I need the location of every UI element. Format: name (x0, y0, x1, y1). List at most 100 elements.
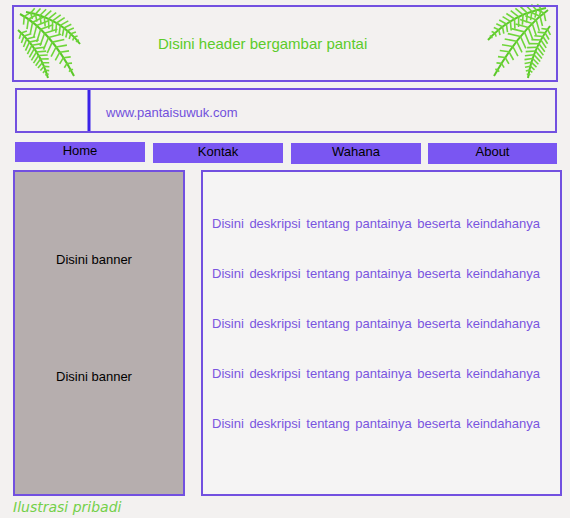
leaflet (34, 47, 44, 48)
leaflet (535, 10, 537, 18)
leaflet (71, 32, 76, 34)
leaflet (541, 28, 547, 30)
leaflet (55, 23, 57, 33)
leaflet (23, 16, 25, 24)
leaflet (64, 64, 67, 68)
leaflet (51, 47, 56, 57)
leaflet (505, 58, 509, 64)
leaflet (44, 11, 51, 17)
nav-label: Wahana (291, 144, 421, 160)
url-text: www.pantaisuwuk.com (106, 105, 238, 120)
leaflet (497, 62, 502, 64)
leaflet (530, 66, 534, 70)
leaflet (496, 24, 502, 27)
leaflet (47, 73, 49, 75)
leaflet (540, 9, 542, 15)
leaflet (525, 55, 534, 56)
leaflet (529, 70, 532, 72)
leaflet (21, 31, 27, 33)
leaflet (503, 17, 511, 22)
leaflet (40, 16, 41, 25)
leaflet (506, 14, 514, 20)
leaflet (53, 15, 61, 21)
palm-leaves (18, 4, 550, 78)
leaflet (511, 11, 519, 17)
leaflet (64, 24, 71, 28)
leaflet (544, 13, 546, 21)
leaflet (529, 43, 539, 45)
leaflet (55, 52, 60, 60)
leaflet (41, 25, 54, 30)
leaflet (499, 30, 500, 35)
leaflet (499, 20, 506, 24)
leaflet (77, 39, 79, 41)
leaflet (40, 9, 46, 15)
content-panel: Disini deskripsi tentang pantainya beser… (201, 170, 562, 496)
leaflet (511, 29, 524, 32)
leaflet (510, 21, 512, 30)
description-text: Disini deskripsi tentang pantainya beser… (212, 266, 540, 281)
banner-label: Disini banner (15, 252, 173, 267)
leaflet (531, 62, 536, 67)
leaflet (44, 66, 50, 68)
leaflet (534, 35, 543, 37)
leaflet (32, 44, 42, 46)
url-divider (88, 90, 91, 131)
leaflet (42, 62, 49, 64)
url-bar: www.pantaisuwuk.com (15, 88, 557, 133)
leaflet (71, 69, 74, 71)
leaflet (60, 51, 69, 52)
leaflet (502, 63, 505, 67)
leaflet (66, 31, 68, 38)
leaflet (506, 24, 507, 32)
leaflet (27, 19, 28, 29)
leaflet (520, 7, 527, 14)
leaflet (515, 8, 523, 14)
leaflet (59, 25, 60, 34)
leaflet (73, 37, 74, 41)
leaflet (45, 69, 49, 71)
leaflet (37, 50, 47, 53)
leaflet (529, 74, 531, 75)
nav-label: About (428, 144, 557, 160)
leaflet (498, 56, 505, 59)
leaflet (43, 17, 46, 26)
header-box: Disini header bergambar pantai (12, 5, 558, 82)
leaflet (508, 34, 521, 37)
leaflet (62, 28, 64, 36)
leaflet (19, 33, 21, 39)
leaflet (540, 16, 543, 26)
header-label: Disini header bergambar pantai (158, 35, 367, 52)
leaflet (521, 37, 526, 49)
frond-stem (26, 12, 80, 44)
description-text: Disini deskripsi tentang pantainya beser… (212, 366, 540, 381)
leaflet (525, 66, 530, 67)
leaflet (43, 70, 46, 73)
leaflet (24, 34, 31, 36)
leaflet (67, 62, 72, 64)
leaflet (38, 63, 42, 68)
frond-stem (18, 30, 48, 78)
leaflet (514, 19, 516, 29)
leaflet (503, 27, 504, 34)
leaflet (522, 15, 524, 25)
nav-button: Home (15, 142, 145, 162)
leaflet (24, 39, 27, 47)
leaflet (531, 39, 541, 41)
description-text: Disini deskripsi tentang pantainya beser… (212, 316, 540, 331)
leaflet (548, 29, 551, 35)
leaflet (63, 56, 70, 58)
nav-label: Home (15, 143, 145, 159)
leaflet (500, 51, 509, 52)
leaflet (491, 36, 493, 38)
leaflet (57, 18, 65, 23)
leaflet (532, 24, 536, 36)
leaflet (69, 34, 71, 39)
nav-button: Wahana (291, 143, 421, 164)
leaflet (48, 19, 50, 29)
leaflet (545, 33, 549, 40)
frond-stem (488, 8, 546, 40)
leaflet (35, 14, 37, 22)
leaflet (524, 32, 529, 44)
leaflet (45, 74, 46, 75)
